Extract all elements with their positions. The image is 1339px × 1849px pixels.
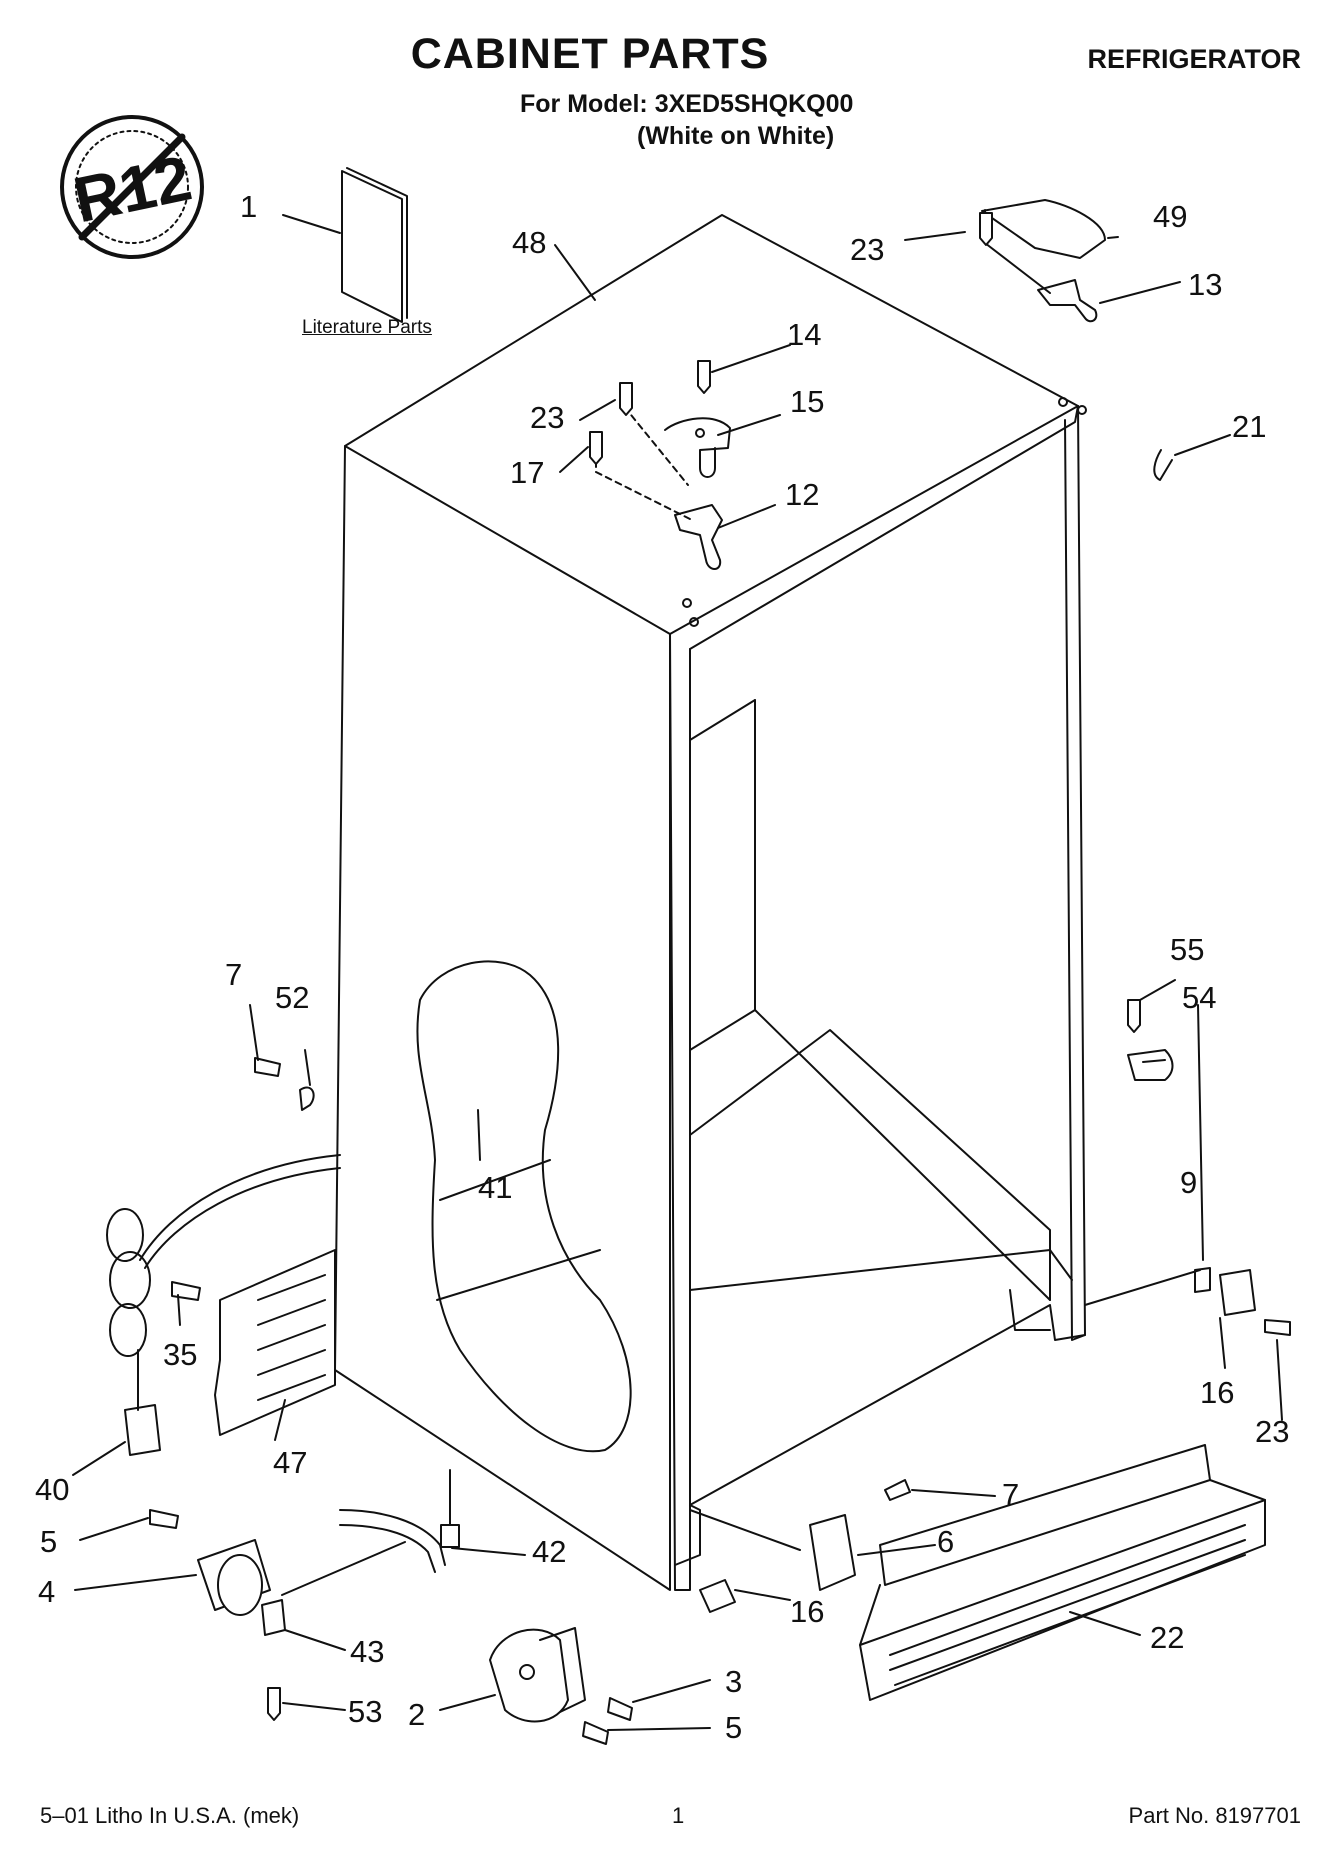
footer-part-number: Part No. 8197701 [1128, 1803, 1301, 1828]
callout-13: 13 [1188, 267, 1222, 302]
callout-12: 12 [785, 477, 819, 512]
callout-16b: 16 [790, 1594, 824, 1629]
literature-booklet-icon [341, 167, 408, 323]
callout-23: 23 [850, 232, 884, 267]
left-side-parts [106, 1086, 460, 1636]
callout-22: 22 [1150, 1620, 1184, 1655]
appliance-type: REFRIGERATOR [1087, 44, 1301, 74]
callout-7: 7 [225, 957, 242, 992]
callout-48: 48 [512, 225, 546, 260]
callout-1: 1 [240, 189, 257, 224]
callout-2: 2 [408, 1697, 425, 1732]
callout-53: 53 [348, 1694, 382, 1729]
callout-14: 14 [787, 317, 821, 352]
bracket-parts [689, 1509, 856, 1613]
no-r12-prohibition-icon: R12 [60, 115, 204, 259]
callout-21: 21 [1232, 409, 1266, 444]
callout-15: 15 [790, 384, 824, 419]
callout-55: 55 [1170, 932, 1204, 967]
callout-16: 16 [1200, 1375, 1234, 1410]
callout-42: 42 [532, 1534, 566, 1569]
callout-5b: 5 [725, 1710, 742, 1745]
front-hinge-2 [489, 1627, 586, 1723]
page-title: CABINET PARTS [410, 30, 770, 78]
callout-7b: 7 [1002, 1477, 1019, 1512]
callout-labels: 1 48 23 49 13 14 23 15 17 12 21 55 54 7 … [35, 189, 1289, 1745]
callout-49: 49 [1153, 199, 1187, 234]
screw-set [149, 212, 1291, 1745]
color-variant: (White on White) [637, 122, 835, 150]
callout-47: 47 [273, 1445, 307, 1480]
callout-5: 5 [40, 1524, 57, 1559]
footer-page-number: 1 [672, 1803, 685, 1828]
callout-23c: 23 [1255, 1414, 1289, 1449]
right-side-brackets [1084, 1049, 1256, 1316]
leader-lines [72, 214, 1283, 1731]
callout-23b: 23 [530, 400, 564, 435]
callout-3: 3 [725, 1664, 742, 1699]
callout-41: 41 [478, 1170, 512, 1205]
callout-54: 54 [1182, 980, 1216, 1015]
toe-grille [859, 1444, 1266, 1701]
footer-litho: 5–01 Litho In U.S.A. (mek) [40, 1803, 300, 1828]
callout-4: 4 [38, 1574, 55, 1609]
callout-43: 43 [350, 1634, 384, 1669]
literature-parts-label: Literature Parts [302, 317, 432, 338]
callout-35: 35 [163, 1337, 197, 1372]
callout-17: 17 [510, 455, 544, 490]
callout-9: 9 [1180, 1165, 1197, 1200]
callout-52: 52 [275, 980, 309, 1015]
refrigerator-cabinet [334, 214, 1086, 1591]
model-number: For Model: 3XED5SHQKQ00 [520, 90, 854, 118]
callout-40: 40 [35, 1472, 69, 1507]
callout-6: 6 [937, 1524, 954, 1559]
